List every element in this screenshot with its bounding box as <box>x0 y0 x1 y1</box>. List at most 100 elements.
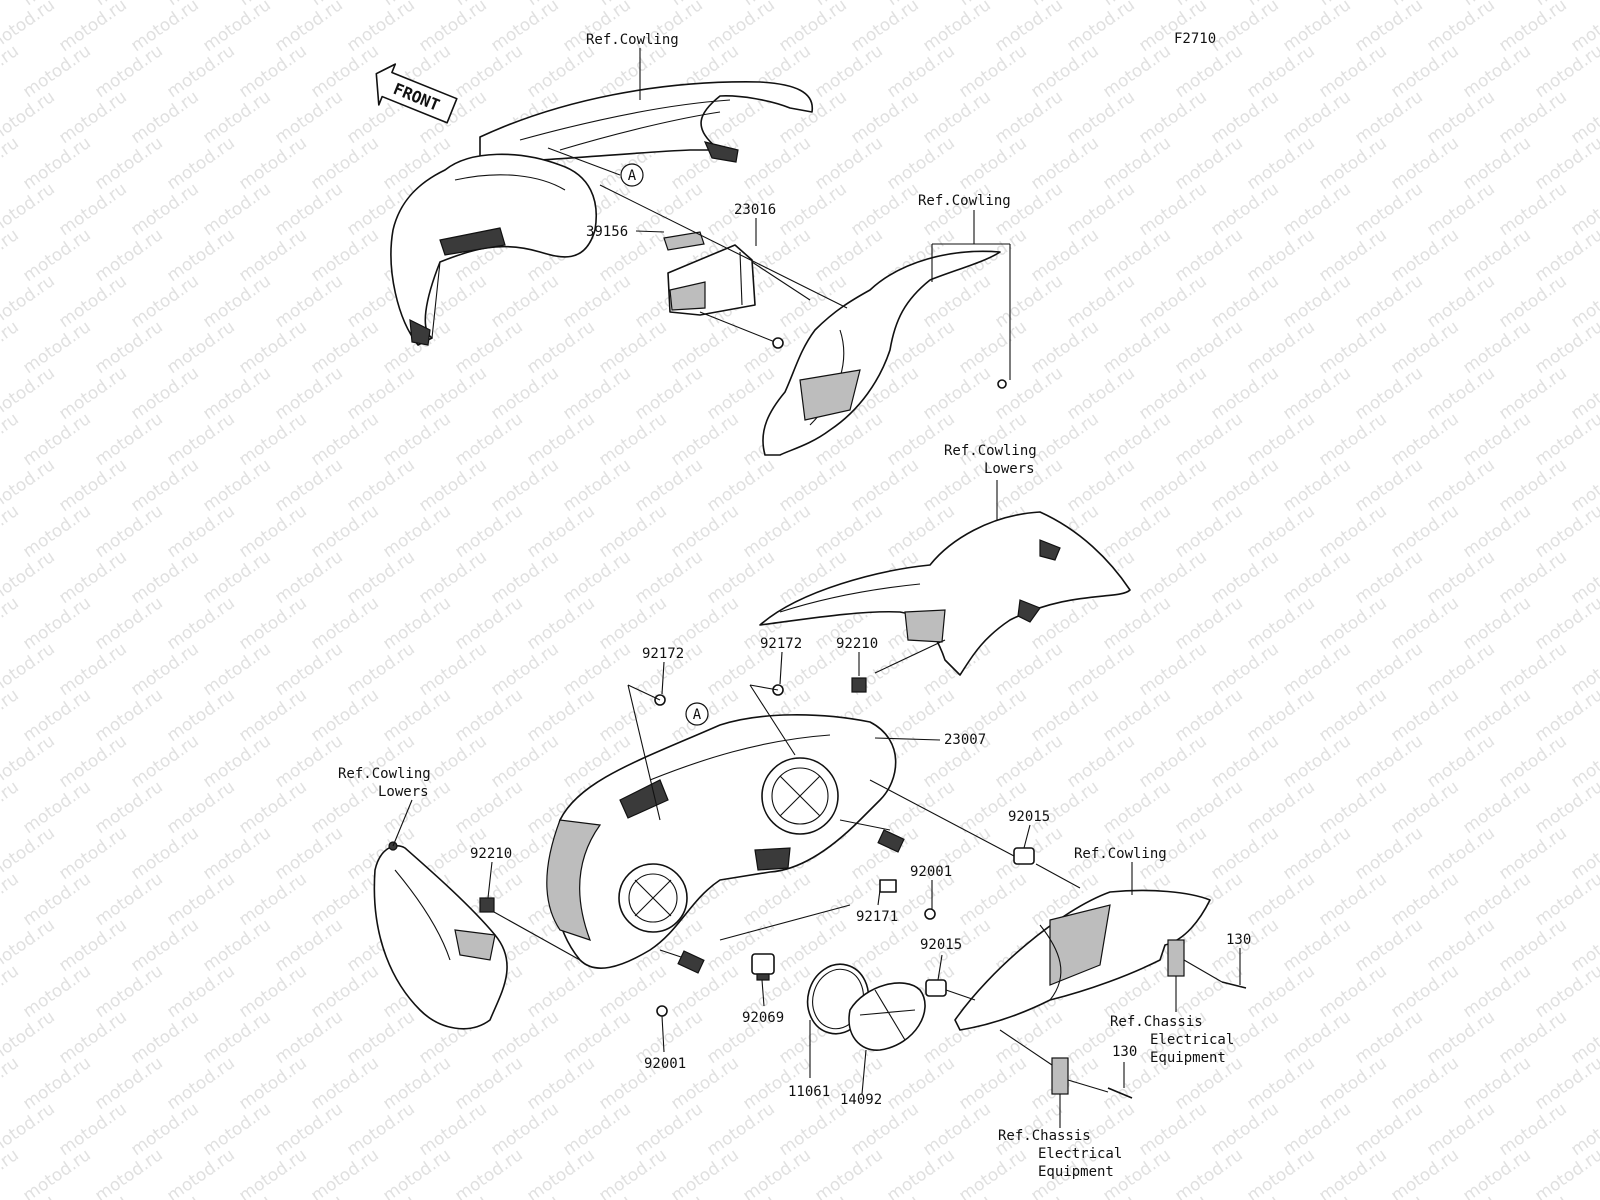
watermark-text: motod.ru <box>1351 271 1426 332</box>
watermark-text: motod.ru <box>1063 731 1138 792</box>
cowling-lower-right <box>759 511 1131 676</box>
watermark-text: motod.ru <box>307 225 382 286</box>
watermark-text: motod.ru <box>631 363 706 424</box>
watermark-text: motod.ru <box>703 0 778 56</box>
svg-text:Ref.Cowling: Ref.Cowling <box>944 443 1037 459</box>
watermark-text: motod.ru <box>1423 1007 1498 1068</box>
watermark-text: motod.ru <box>1099 133 1174 194</box>
watermark-text: motod.ru <box>667 409 742 470</box>
bracket-23016 <box>667 244 784 349</box>
watermark-text: motod.ru <box>127 1007 202 1068</box>
watermark-text: motod.ru <box>1207 731 1282 792</box>
cap-14092 <box>848 982 926 1051</box>
watermark-text: motod.ru <box>19 41 94 102</box>
watermark-text: motod.ru <box>955 317 1030 378</box>
watermark-text: motod.ru <box>163 501 238 562</box>
watermark-text: motod.ru <box>811 501 886 562</box>
watermark-text: motod.ru <box>559 547 634 608</box>
watermark-text: motod.ru <box>523 685 598 746</box>
watermark-text: motod.ru <box>1315 317 1390 378</box>
watermark-text: motod.ru <box>1243 409 1318 470</box>
watermark-text: motod.ru <box>1315 41 1390 102</box>
watermark-text: motod.ru <box>1207 271 1282 332</box>
watermark-text: motod.ru <box>91 593 166 654</box>
watermark-text: motod.ru <box>451 1053 526 1114</box>
watermark-text: motod.ru <box>55 639 130 700</box>
watermark-text: motod.ru <box>1063 0 1138 56</box>
svg-text:Ref.Cowling: Ref.Cowling <box>338 766 431 782</box>
watermark-text: motod.ru <box>991 363 1066 424</box>
watermark-text: motod.ru <box>55 731 130 792</box>
watermark-text: motod.ru <box>991 271 1066 332</box>
watermark-text: motod.ru <box>883 1053 958 1114</box>
watermark-text: motod.ru <box>1351 179 1426 240</box>
watermark-text: motod.ru <box>595 593 670 654</box>
watermark-text: motod.ru <box>0 225 23 286</box>
part-number-92015-a: 92015 <box>1008 809 1050 825</box>
watermark-text: motod.ru <box>127 363 202 424</box>
watermark-text: motod.ru <box>271 271 346 332</box>
svg-text:A: A <box>693 707 702 723</box>
watermark-text: motod.ru <box>991 731 1066 792</box>
svg-text:Electrical: Electrical <box>1038 1146 1122 1162</box>
watermark-text: motod.ru <box>523 961 598 1022</box>
watermark-text: motod.ru <box>1459 777 1534 838</box>
watermark-text: motod.ru <box>163 593 238 654</box>
watermark-text: motod.ru <box>487 0 562 56</box>
watermark-text: motod.ru <box>559 639 634 700</box>
watermark-text: motod.ru <box>523 409 598 470</box>
ref-cowling-lowers-right: Ref.Cowling Lowers <box>944 443 1037 477</box>
watermark-text: motod.ru <box>0 409 23 470</box>
watermark-text: motod.ru <box>1315 777 1390 838</box>
watermark-text: motod.ru <box>703 1099 778 1160</box>
watermark-text: motod.ru <box>919 1099 994 1160</box>
watermark-text: motod.ru <box>1459 409 1534 470</box>
watermark-text: motod.ru <box>1387 409 1462 470</box>
svg-text:A: A <box>628 168 637 184</box>
watermark-text: motod.ru <box>667 317 742 378</box>
watermark-text: motod.ru <box>1171 685 1246 746</box>
watermark-text: motod.ru <box>199 179 274 240</box>
watermark-text: motod.ru <box>19 593 94 654</box>
watermark-text: motod.ru <box>811 41 886 102</box>
watermark-text: motod.ru <box>1099 685 1174 746</box>
part-number-39156: 39156 <box>586 224 628 240</box>
watermark-text: motod.ru <box>235 1053 310 1114</box>
watermark-text: motod.ru <box>235 869 310 930</box>
watermark-text: motod.ru <box>847 0 922 56</box>
watermark-text: motod.ru <box>91 41 166 102</box>
watermark-text: motod.ru <box>1207 363 1282 424</box>
watermark-text: motod.ru <box>0 501 23 562</box>
watermark-text: motod.ru <box>559 1007 634 1068</box>
watermark-text: motod.ru <box>91 1053 166 1114</box>
watermark-text: motod.ru <box>1171 41 1246 102</box>
watermark-text: motod.ru <box>91 777 166 838</box>
watermark-text: motod.ru <box>343 363 418 424</box>
watermark-text: motod.ru <box>1459 961 1534 1022</box>
watermark-text: motod.ru <box>1207 547 1282 608</box>
watermark-text: motod.ru <box>955 133 1030 194</box>
pad-39156 <box>663 231 705 251</box>
watermark-text: motod.ru <box>1459 501 1534 562</box>
watermark-text: motod.ru <box>199 915 274 976</box>
watermark-text: motod.ru <box>1135 179 1210 240</box>
watermark-text: motod.ru <box>1423 455 1498 516</box>
watermark-text: motod.ru <box>1207 639 1282 700</box>
watermark-text: motod.ru <box>883 409 958 470</box>
watermark-text: motod.ru <box>379 1053 454 1114</box>
watermark-text: motod.ru <box>1387 869 1462 930</box>
right-inner-cowl <box>762 250 1001 456</box>
watermark-text: motod.ru <box>883 133 958 194</box>
watermark-text: motod.ru <box>847 179 922 240</box>
watermark-text: motod.ru <box>1351 0 1426 56</box>
watermark-text: motod.ru <box>307 501 382 562</box>
watermark-text: motod.ru <box>1099 593 1174 654</box>
cowling-lower-bracket-right <box>954 889 1211 1095</box>
watermark-text: motod.ru <box>1243 133 1318 194</box>
watermark-text: motod.ru <box>55 823 130 884</box>
watermark-text: motod.ru <box>1063 271 1138 332</box>
watermark-text: motod.ru <box>0 317 23 378</box>
watermark-text: motod.ru <box>955 869 1030 930</box>
watermark-text: motod.ru <box>1099 225 1174 286</box>
ref-cowling-right: Ref.Cowling <box>1074 846 1167 862</box>
